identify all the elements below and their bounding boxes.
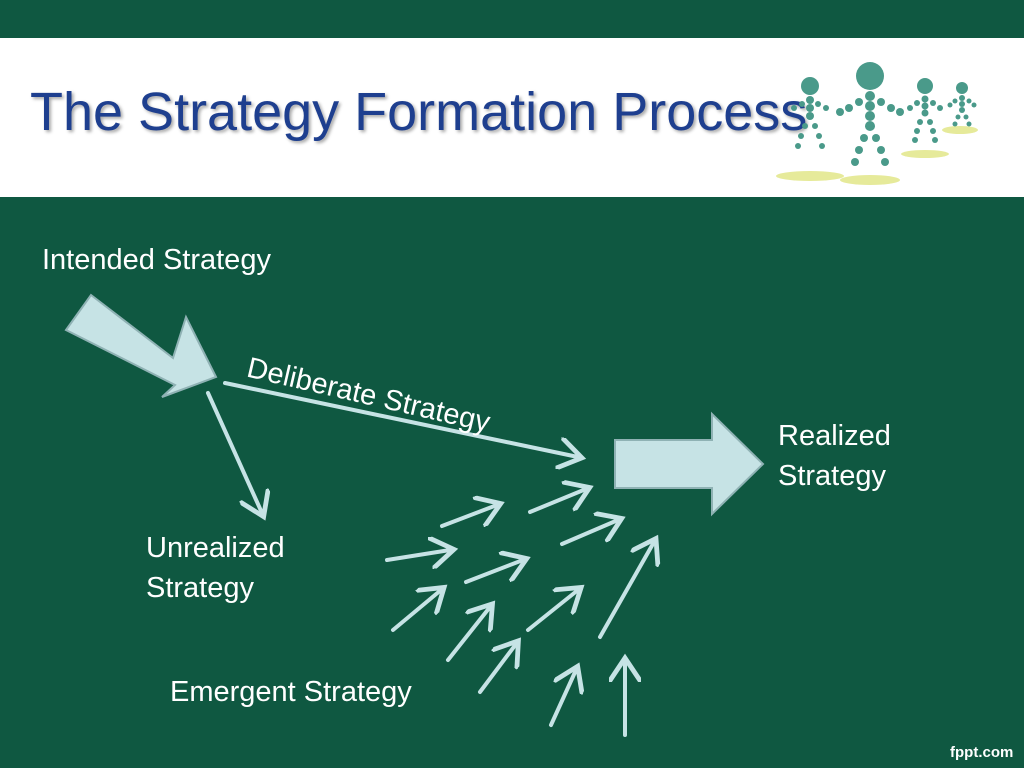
realized-strategy-label-line1: Realized [778,416,891,456]
emergent-arrow [551,670,576,725]
footer-brand: fppt.com [950,744,1013,761]
emergent-arrow [448,607,490,660]
emergent-arrow [387,550,450,560]
intended-block-arrow [66,295,216,397]
emergent-strategy-label: Emergent Strategy [170,672,412,712]
emergent-arrow [466,560,523,582]
emergent-arrow [528,590,578,630]
emergent-arrow [562,520,618,544]
emergent-arrow [530,489,586,512]
unrealized-strategy-label-line1: Unrealized [146,528,285,568]
realized-strategy-label-line2: Strategy [778,456,886,496]
emergent-arrow [442,505,497,526]
emergent-arrow [480,644,516,692]
emergent-arrow [393,590,441,630]
emergent-arrow [600,542,654,637]
intended-strategy-label: Intended Strategy [42,240,271,280]
unrealized-arrow [208,393,262,513]
realized-block-arrow [615,414,763,514]
unrealized-strategy-label-line2: Strategy [146,568,254,608]
